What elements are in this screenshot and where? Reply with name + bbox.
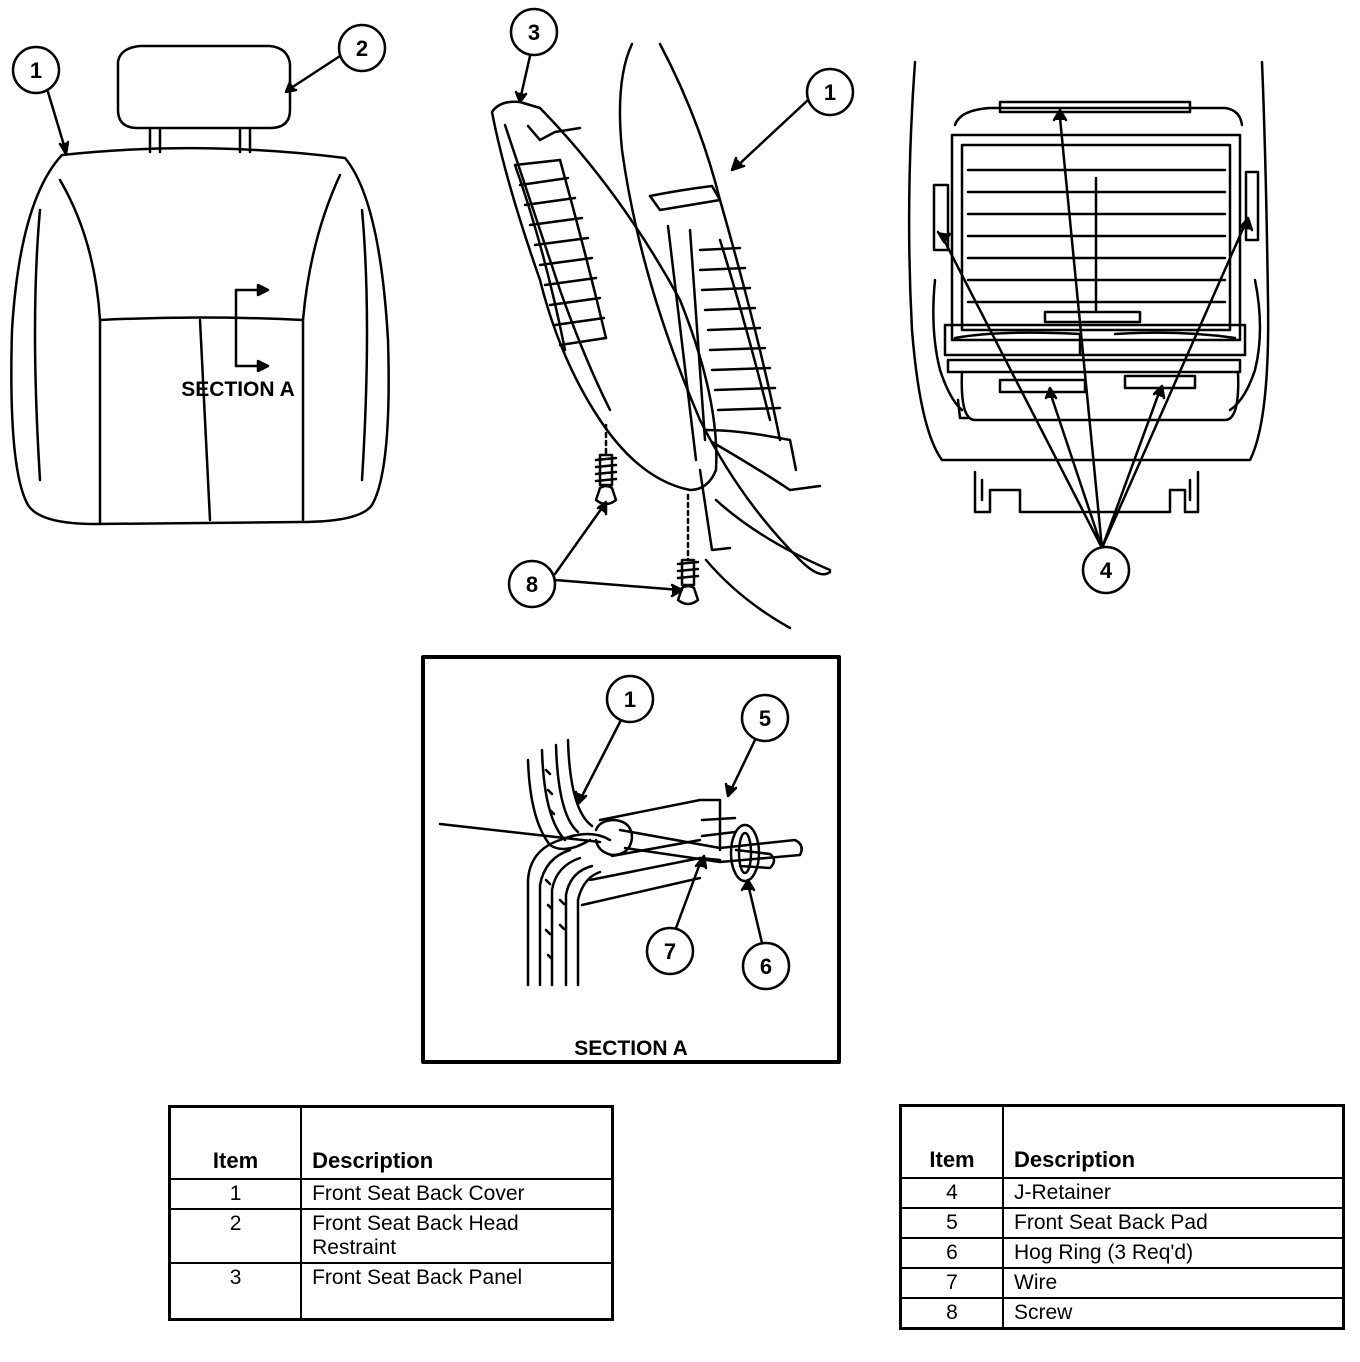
svg-text:4: 4 [1100, 558, 1113, 583]
legend-header-description: Description [300, 1105, 614, 1180]
legend-item-description: Front Seat Back Cover [300, 1178, 614, 1210]
callout-3: 3 [509, 7, 559, 104]
legend-row: 2 Front Seat Back Head Restraint [168, 1208, 614, 1264]
legend-row: 7 Wire [899, 1267, 1345, 1299]
legend-item-number: 6 [899, 1237, 1004, 1269]
legend-item-description: Front Seat Back Head Restraint [300, 1208, 614, 1264]
legend-header-item: Item [168, 1105, 303, 1180]
svg-text:8: 8 [526, 572, 538, 597]
legend-table-right: Item Description 4 J-Retainer 5 Front Se… [899, 1104, 1345, 1330]
legend-table-left: Item Description 1 Front Seat Back Cover… [168, 1105, 614, 1321]
legend-item-description: Screw [1002, 1297, 1345, 1330]
section-a-inset [438, 738, 803, 987]
exploded-diagram: SECTION A 1 2 [10, 7, 1270, 1064]
svg-text:1: 1 [30, 58, 42, 83]
callout-7: 7 [645, 854, 708, 976]
svg-text:1: 1 [624, 687, 636, 712]
legend-header-row: Item Description [168, 1105, 614, 1180]
svg-text:1: 1 [824, 80, 836, 105]
legend-row: 5 Front Seat Back Pad [899, 1207, 1345, 1239]
svg-text:3: 3 [528, 20, 540, 45]
legend-row: 3 Front Seat Back Panel [168, 1262, 614, 1321]
legend-item-number: 1 [168, 1178, 303, 1210]
svg-text:5: 5 [759, 706, 771, 731]
callout-1-inset: 1 [574, 674, 655, 806]
legend-item-number: 2 [168, 1208, 303, 1264]
section-a-label-inset: SECTION A [574, 1037, 688, 1060]
legend-item-number: 5 [899, 1207, 1004, 1239]
section-a-label-main: SECTION A [181, 378, 295, 401]
legend-header-item: Item [899, 1104, 1004, 1179]
callout-4: 4 [936, 108, 1254, 595]
callout-5: 5 [724, 693, 790, 798]
seat-back-side-view [490, 42, 832, 630]
callout-1-middle: 1 [730, 67, 855, 172]
svg-text:6: 6 [760, 954, 772, 979]
legend-row: 4 J-Retainer [899, 1177, 1345, 1209]
legend-item-description: Front Seat Back Panel [300, 1262, 614, 1321]
svg-text:2: 2 [356, 36, 368, 61]
legend-row: 1 Front Seat Back Cover [168, 1178, 614, 1210]
legend-item-number: 7 [899, 1267, 1004, 1299]
callout-6: 6 [740, 878, 791, 991]
seat-back-front-view [10, 44, 390, 526]
svg-text:7: 7 [664, 939, 676, 964]
legend-row: 6 Hog Ring (3 Req'd) [899, 1237, 1345, 1269]
legend-item-number: 3 [168, 1262, 303, 1321]
legend-item-description: Hog Ring (3 Req'd) [1002, 1237, 1345, 1269]
callout-8: 8 [507, 500, 684, 609]
legend-item-number: 4 [899, 1177, 1004, 1209]
legend-item-description: Front Seat Back Pad [1002, 1207, 1345, 1239]
legend-header-row: Item Description [899, 1104, 1345, 1179]
legend-header-description: Description [1002, 1104, 1345, 1179]
section-a-inset-frame [421, 655, 841, 1064]
legend-item-description: Wire [1002, 1267, 1345, 1299]
legend-item-description: J-Retainer [1002, 1177, 1345, 1209]
legend-item-number: 8 [899, 1297, 1004, 1330]
callout-1-left: 1 [11, 45, 70, 156]
legend-row: 8 Screw [899, 1297, 1345, 1330]
seat-back-frame-view [907, 60, 1270, 514]
callout-2: 2 [284, 23, 387, 94]
